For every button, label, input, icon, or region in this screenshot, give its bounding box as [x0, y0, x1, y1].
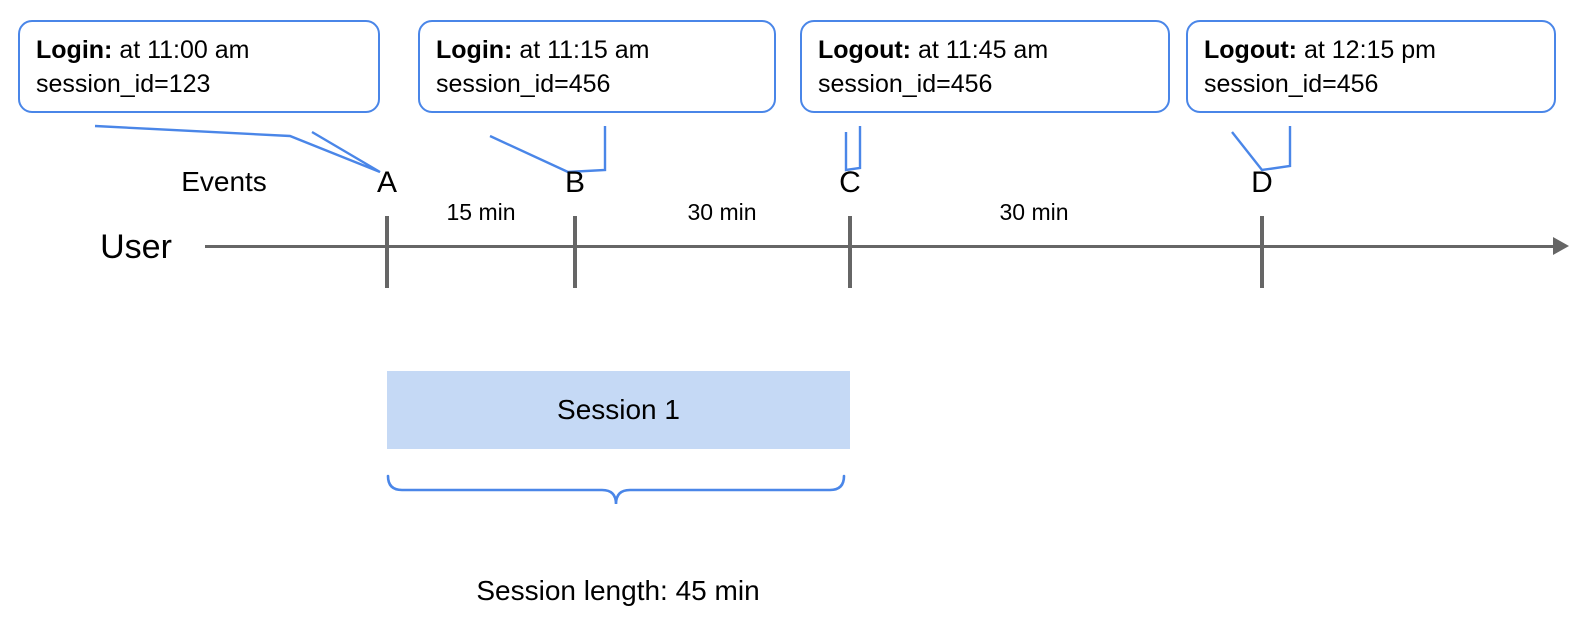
brace-path — [386, 474, 846, 505]
callout-tail-b — [489, 126, 607, 174]
timeline-axis — [205, 245, 1557, 248]
callout-tail-d — [1231, 126, 1292, 172]
callout-tail-c — [844, 126, 862, 172]
events-row-label: Events — [181, 166, 267, 197]
event-session-id-a: session_id=123 — [36, 69, 211, 98]
event-time-c: at 11:45 am — [917, 36, 1049, 64]
event-time-a: at 11:00 am — [119, 36, 250, 64]
gap-label-a-b: 15 min — [446, 199, 516, 225]
timeline-axis-arrow-icon — [1553, 237, 1569, 255]
session-length-caption: Session length: 45 min — [476, 575, 760, 606]
tick-d — [1260, 216, 1264, 288]
event-session-id-b: session_id=456 — [436, 69, 611, 98]
tick-b — [573, 216, 577, 288]
tick-c — [848, 216, 852, 288]
callout-tail-a — [94, 124, 381, 174]
event-session-id-d: session_id=456 — [1204, 69, 1379, 98]
event-time-d: at 12:15 pm — [1303, 36, 1436, 64]
session-bar: Session 1 — [387, 371, 850, 449]
event-letter-d: D — [1251, 166, 1273, 199]
event-letter-a: A — [376, 166, 398, 199]
event-letter-c: C — [839, 166, 861, 199]
event-type-a: Login: — [36, 36, 113, 64]
tick-a — [385, 216, 389, 288]
user-row-label: User — [100, 228, 172, 266]
callout-tails — [94, 124, 1292, 174]
event-callout-c: Logout: at 11:45 am session_id=456 — [800, 20, 1170, 113]
event-session-id-c: session_id=456 — [818, 69, 993, 98]
gap-label-b-c: 30 min — [687, 199, 757, 225]
event-letter-b: B — [564, 166, 586, 199]
event-type-d: Logout: — [1204, 36, 1298, 64]
event-callout-a: Login: at 11:00 am session_id=123 — [18, 20, 380, 113]
event-callout-b: Login: at 11:15 am session_id=456 — [418, 20, 776, 113]
session-bar-label: Session 1 — [557, 394, 680, 425]
event-type-c: Logout: — [818, 36, 912, 64]
event-time-b: at 11:15 am — [519, 36, 650, 64]
gap-label-c-d: 30 min — [999, 199, 1069, 225]
event-callout-d: Logout: at 12:15 pm session_id=456 — [1186, 20, 1556, 113]
session-length-brace — [386, 474, 846, 505]
event-type-b: Login: — [436, 36, 513, 64]
